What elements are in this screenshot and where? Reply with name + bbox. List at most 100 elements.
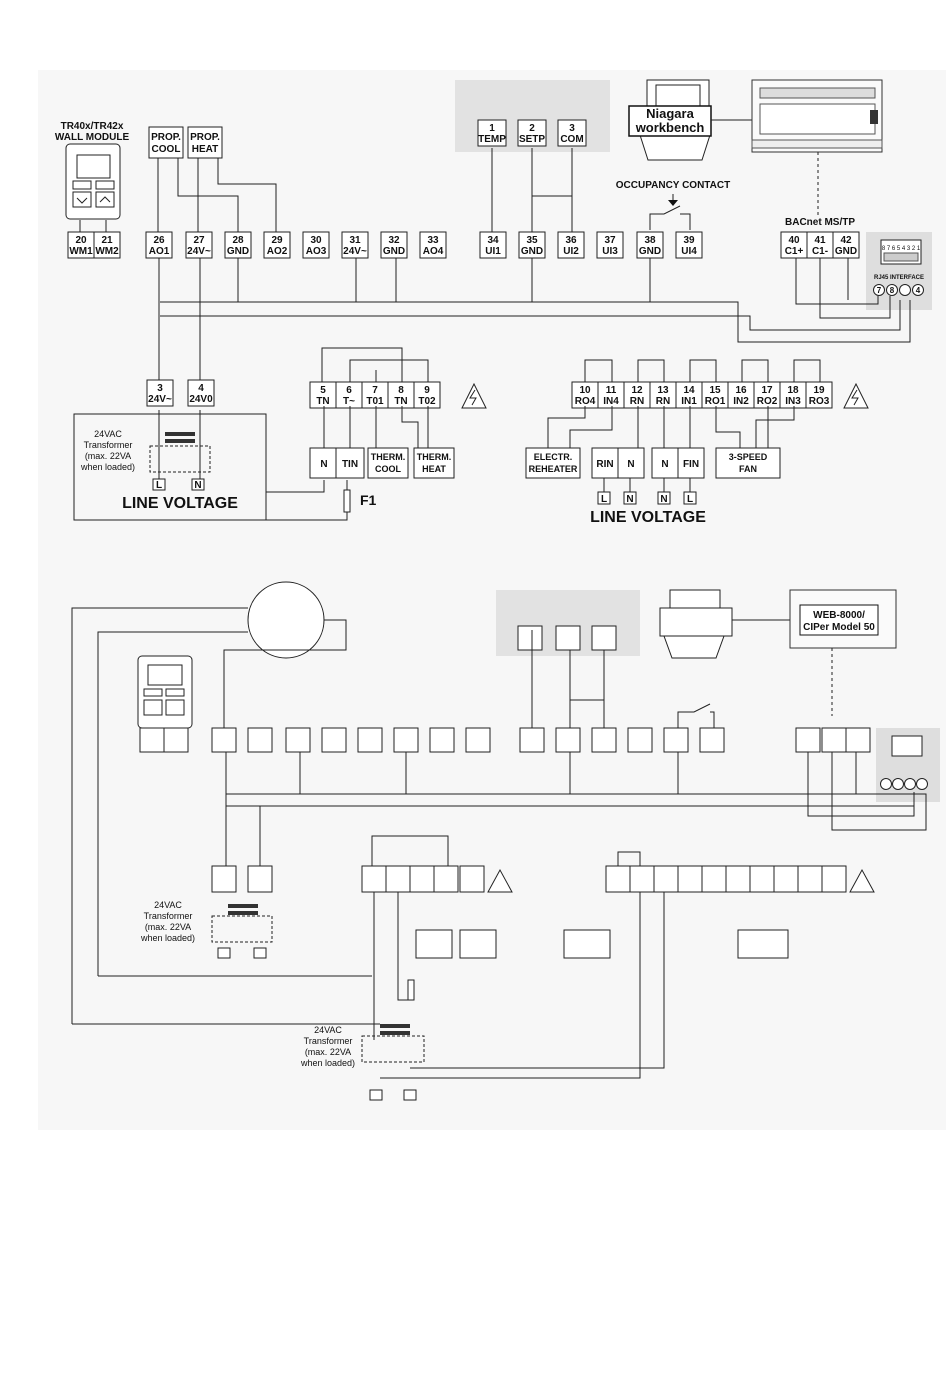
- sensor-terminal-3-num: 3: [569, 123, 575, 134]
- down-arrow-icon: [76, 197, 88, 204]
- terminal-30-label: AO3: [306, 246, 327, 257]
- lower-rj45-circle: [916, 778, 928, 790]
- terminal-29-label: AO2: [267, 246, 288, 257]
- rj45-pin-circle: [899, 284, 911, 296]
- therm-heat-box: THERM. HEAT: [413, 447, 455, 479]
- lower-terminal: [555, 727, 581, 753]
- lower-relay-terminal: [629, 865, 655, 893]
- lower-terminal: [357, 727, 383, 753]
- terminal-21-num: 21: [101, 235, 113, 246]
- svg-text:when loaded): when loaded): [300, 1058, 355, 1068]
- terminal-38-num: 38: [644, 235, 656, 246]
- terminal-31-label: 24V~: [343, 246, 367, 257]
- relay-terminal-19-label: RO3: [809, 396, 830, 407]
- terminal-34-label: UI1: [485, 246, 501, 257]
- relay-terminal-16-num: 16: [735, 385, 747, 396]
- lower-mid-terminal: [459, 865, 485, 893]
- mid-terminal-5: 5TN: [309, 381, 337, 409]
- power-terminal-3-num: 3: [157, 383, 163, 394]
- relay-wiring: [547, 359, 821, 448]
- mid-terminal-8-label: TN: [394, 396, 407, 407]
- lower-terminal: [393, 727, 419, 753]
- controller-device-icon: [751, 79, 883, 153]
- svg-text:L: L: [156, 480, 162, 491]
- lower-mid-terminal: [361, 865, 387, 893]
- lower-transformer-2: 24VAC Transformer (max. 22VA when loaded…: [72, 975, 425, 1101]
- svg-text:FIN: FIN: [683, 459, 699, 470]
- niagara-label-1: Niagara: [646, 106, 694, 121]
- svg-text:Transformer: Transformer: [144, 911, 193, 921]
- terminal-27-label: 24V~: [187, 246, 211, 257]
- transformer-block: 24VAC Transformer (max. 22VA when loaded…: [73, 410, 377, 521]
- sensor-terminal-3-label: COM: [560, 134, 583, 145]
- ln-box-label: L: [687, 494, 693, 505]
- rj45-pin-circle: [873, 284, 885, 296]
- relay-terminal-15-label: RO1: [705, 396, 726, 407]
- svg-text:COOL: COOL: [375, 464, 402, 474]
- terminal-20-label: WM1: [69, 246, 93, 257]
- terminal-20-num: 20: [75, 235, 87, 246]
- terminal-36-label: UI2: [563, 246, 579, 257]
- terminal-26-num: 26: [153, 235, 165, 246]
- svg-text:3-SPEED: 3-SPEED: [729, 452, 768, 462]
- relay-terminal-15-num: 15: [709, 385, 721, 396]
- mid-terminal-7-label: T01: [366, 396, 384, 407]
- lower-relay-terminal: [821, 865, 847, 893]
- n-box: N: [309, 447, 339, 479]
- prop-cool-box: PROP. COOL: [148, 126, 184, 159]
- lower-relay-terminal: [797, 865, 823, 893]
- lower-wall-module: [137, 655, 193, 729]
- svg-text:N: N: [661, 459, 668, 470]
- svg-text:24VAC: 24VAC: [94, 429, 122, 439]
- svg-text:HEAT: HEAT: [422, 464, 446, 474]
- lower-relay-terminal: [701, 865, 727, 893]
- lower-terminal: [699, 727, 725, 753]
- lower-rj45-circle: [880, 778, 892, 790]
- svg-text:COOL: COOL: [152, 144, 181, 155]
- ln-box: [657, 491, 671, 505]
- lower-terminal: [247, 727, 273, 753]
- svg-text:THERM.: THERM.: [371, 452, 406, 462]
- terminal-41-label: C1-: [812, 246, 828, 257]
- lower-terminal: [465, 727, 491, 753]
- high-voltage-warning-icon-2: [843, 382, 869, 409]
- ln-box: [683, 491, 697, 505]
- tin-box: TIN: [335, 447, 365, 479]
- svg-text:ELECTR.: ELECTR.: [534, 452, 573, 462]
- lower-relay-terminal: [773, 865, 799, 893]
- wall-module-title-2: WALL MODULE: [55, 132, 130, 143]
- wall-module-device: [65, 143, 121, 220]
- rin-box: RIN: [591, 447, 619, 479]
- svg-text:when loaded): when loaded): [80, 462, 135, 472]
- lower-relay-terminal: [605, 865, 631, 893]
- svg-text:(max. 22VA: (max. 22VA: [85, 451, 131, 461]
- rj45-pin-label: 7: [877, 286, 882, 295]
- power-terminal-4-num: 4: [198, 383, 204, 394]
- terminal-35-label: GND: [521, 246, 543, 257]
- terminal-42-label: GND: [835, 246, 857, 257]
- relay-terminal-10-num: 10: [579, 385, 591, 396]
- terminal-21-label: WM2: [95, 246, 119, 257]
- svg-text:PROP.: PROP.: [190, 132, 220, 143]
- svg-text:PROP.: PROP.: [151, 132, 181, 143]
- relay-terminal-17-label: RO2: [757, 396, 778, 407]
- svg-text:N: N: [194, 480, 201, 491]
- svg-text:THERM.: THERM.: [417, 452, 452, 462]
- svg-text:FAN: FAN: [739, 464, 757, 474]
- relay-terminal-11-num: 11: [606, 385, 617, 396]
- ln-box-label: N: [660, 494, 667, 505]
- svg-text:HEAT: HEAT: [192, 144, 218, 155]
